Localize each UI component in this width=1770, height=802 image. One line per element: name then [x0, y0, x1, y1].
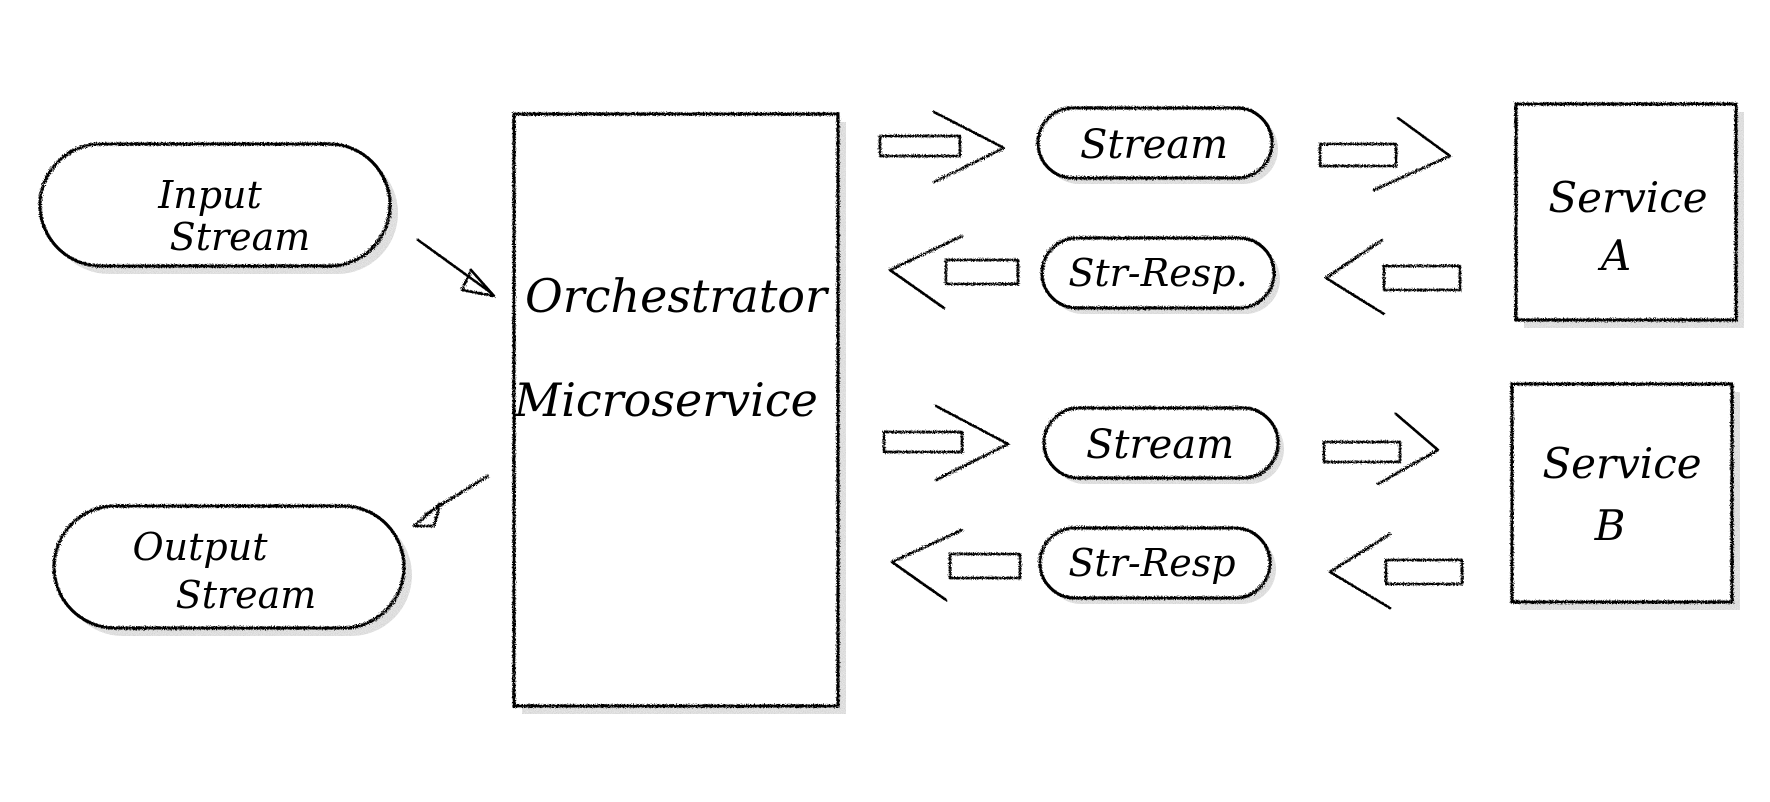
service-a-label-line2: A	[1597, 231, 1631, 280]
service-b-node: Service B	[1510, 382, 1740, 610]
service-b-to-response-arrow	[1328, 532, 1464, 610]
service-a-stream-label: Stream	[1080, 122, 1228, 168]
output-stream-label-line1: Output	[133, 525, 269, 569]
service-a-response-to-orchestrator-arrow	[888, 234, 1020, 310]
orchestrator-label-line1: Orchestrator	[525, 269, 830, 323]
service-a-response-pill: Str-Resp.	[1040, 236, 1280, 314]
service-b-label-line2: B	[1594, 501, 1626, 550]
orchestrator-to-service-a-stream-arrow	[878, 110, 1006, 184]
output-stream-node: Output Stream	[52, 504, 412, 636]
orchestrator-to-output-arrow	[412, 474, 490, 528]
orchestrator-node: Orchestrator Microservice	[512, 112, 846, 714]
input-stream-node: Input Stream	[38, 142, 398, 274]
service-b-label-line1: Service	[1542, 439, 1701, 488]
service-a-stream-pill: Stream	[1036, 106, 1278, 184]
service-a-to-response-arrow	[1324, 238, 1462, 316]
input-stream-label-line2: Stream	[170, 215, 311, 259]
orchestrator-to-service-b-stream-arrow	[882, 404, 1010, 482]
service-b-stream-pill: Stream	[1042, 406, 1284, 484]
stream-to-service-b-arrow	[1322, 412, 1440, 486]
service-a-label-line1: Service	[1548, 173, 1707, 222]
stream-to-service-a-arrow	[1318, 116, 1452, 192]
service-b-stream-label: Stream	[1086, 422, 1234, 468]
service-a-response-label: Str-Resp.	[1068, 251, 1247, 295]
service-b-response-label: Str-Resp	[1068, 541, 1235, 585]
output-stream-label-line2: Stream	[176, 573, 317, 617]
service-b-response-pill: Str-Resp	[1038, 526, 1276, 604]
service-b-response-to-orchestrator-arrow	[890, 528, 1022, 602]
orchestrator-label-line2: Microservice	[513, 373, 818, 427]
input-stream-label-line1: Input	[157, 173, 262, 217]
service-a-node: Service A	[1514, 102, 1744, 328]
input-to-orchestrator-arrow	[416, 238, 496, 298]
